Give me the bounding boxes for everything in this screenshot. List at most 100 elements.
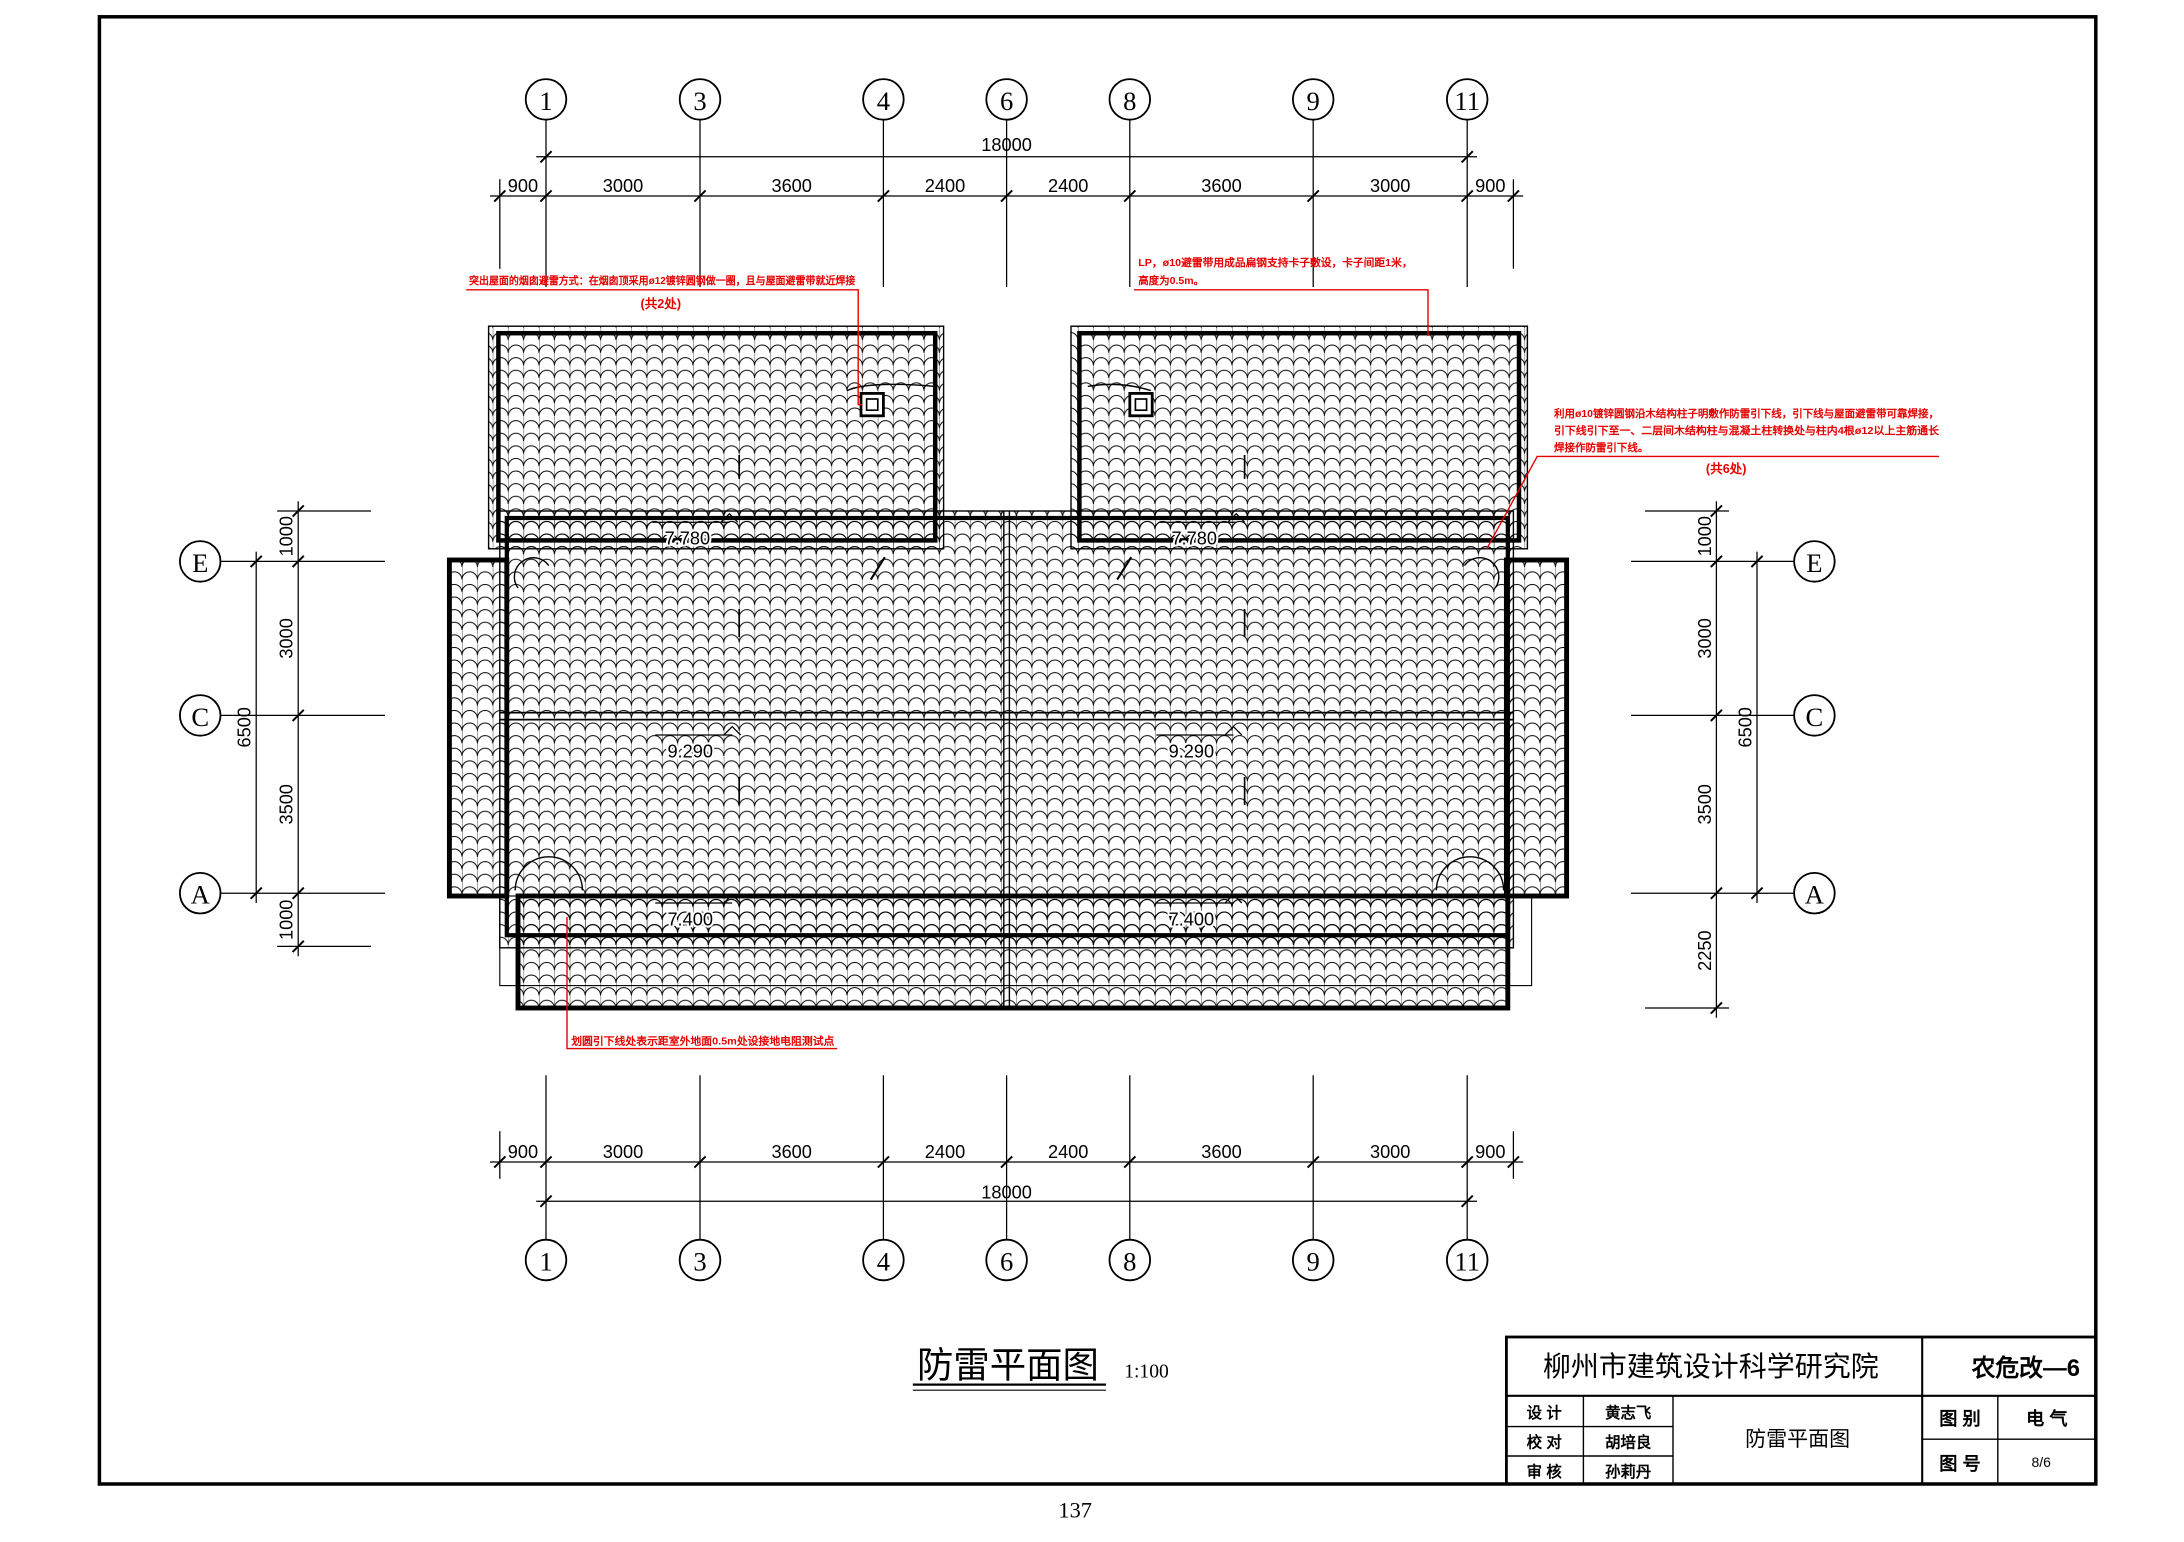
leader-test-point (566, 916, 838, 1050)
dimension-tick (1710, 1001, 1723, 1015)
axis-label-left: A (191, 880, 210, 910)
dimension-tick (877, 1155, 890, 1169)
axis-bubble-bottom (1291, 1238, 1335, 1282)
note-test-point: 划圆引下线处表示距室外地面0.5m处设接地电阻测试点 (571, 1034, 835, 1047)
axis-label-bottom: 1 (539, 1246, 552, 1276)
lightning-notes: 突出屋面的烟囱避雷方式：在烟囱顶采用ø12镀锌圆钢做一圈，且与屋面避雷带就近焊接… (466, 256, 1940, 1050)
elevation-upper-left: 7.780 (665, 529, 711, 549)
dims-top-segment-value: 3000 (603, 176, 643, 196)
dimension-tick (493, 189, 507, 203)
dimension-tick (1306, 189, 1320, 203)
dims-top-segment-value: 2400 (1048, 176, 1088, 196)
axis-bubble-top (678, 78, 722, 121)
dims-top-segment-value: 3600 (1201, 176, 1241, 196)
title-block-frame (1504, 1335, 2098, 1486)
axis-bubble-top (524, 78, 568, 121)
dims-top-segment-value: 900 (1475, 176, 1505, 196)
dimension-tick (291, 940, 305, 953)
dims-right-segment-value: 3500 (1695, 784, 1715, 824)
dimension-tick (291, 886, 305, 900)
axis-label-left: C (191, 702, 209, 732)
role-review: 审 核 (1527, 1462, 1563, 1481)
note-down-conductor-count: (共6处) (1706, 461, 1747, 476)
down-conductor-arc (513, 557, 550, 589)
axis-bubble-bottom (862, 1238, 905, 1282)
category-label: 图 别 (1939, 1409, 1980, 1429)
dimension-tick (539, 1155, 553, 1169)
dimension-tick (1710, 709, 1723, 722)
axis-bubble-bottom (1445, 1238, 1489, 1282)
dimension-tick (1460, 189, 1474, 203)
dims-bottom-segment-value: 3600 (771, 1142, 811, 1162)
dimension-tick (1507, 189, 1520, 203)
dims-left-segment-value: 1000 (277, 900, 297, 940)
left-eave (446, 557, 510, 899)
dimension-tick (291, 709, 305, 722)
dimension-tick (1750, 555, 1764, 568)
dimension-tick (249, 886, 263, 900)
dimension-tick (1710, 504, 1723, 518)
elevation-ridge-left: 9.290 (667, 741, 713, 761)
axis-label-left: E (192, 548, 208, 578)
chimney-right (1087, 383, 1154, 418)
axis-bubble-right (1793, 694, 1836, 737)
axis-bubble-top (1445, 78, 1489, 121)
leader-down-conductor (1486, 455, 1939, 550)
upper-right-wing (1070, 325, 1529, 550)
dimension-tick (539, 150, 553, 164)
axis-label-bottom: 9 (1307, 1246, 1320, 1276)
dimension-tick (539, 1194, 553, 1208)
note-down-conductor-line2: 引下线引下至一、二层间木结构柱与混凝土柱转换处与柱内4根ø12以上主筋通长 (1554, 424, 1940, 437)
elevation-symbol (1156, 725, 1243, 736)
note-air-terminal-line2: 高度为0.5m。 (1138, 274, 1204, 287)
elevation-lower-right: 7.400 (1169, 909, 1215, 929)
role-check: 校 对 (1527, 1433, 1563, 1452)
drawing-title: 防雷平面图 (917, 1345, 1099, 1386)
axis-label-bottom: 3 (693, 1246, 706, 1276)
elevation-symbol (655, 893, 742, 904)
elevation-symbol (1156, 893, 1243, 904)
name-check: 胡培良 (1605, 1433, 1652, 1452)
dims-bottom-segment-value: 3000 (1370, 1142, 1410, 1162)
dims-top-overall-value: 18000 (981, 135, 1032, 155)
drawing-scale: 1:100 (1124, 1362, 1169, 1383)
axis-label-right: A (1805, 880, 1824, 910)
dims-bottom-segment-value: 3000 (603, 1142, 643, 1162)
chimney-inner (865, 398, 879, 412)
category-value: 电 气 (2026, 1408, 2067, 1429)
gutter-mark (1116, 556, 1133, 581)
axis-label-top: 4 (877, 86, 890, 116)
axis-label-top: 8 (1123, 86, 1136, 116)
axis-label-right: C (1806, 702, 1824, 732)
axis-label-bottom: 11 (1454, 1246, 1480, 1276)
dims-left-segment-value: 3000 (277, 618, 297, 658)
axis-bubble-left (178, 694, 222, 737)
leader-air-terminal (1133, 289, 1429, 336)
note-down-conductor-line1: 利用ø10镀锌圆钢沿木结构柱子明敷作防雷引下线，引下线与屋面避雷带可靠焊接， (1554, 407, 1939, 420)
dims-top-segment-value: 3600 (771, 176, 811, 196)
axis-label-top: 1 (539, 86, 552, 116)
axis-bubble-bottom (985, 1238, 1028, 1282)
number-value: 8/6 (2031, 1454, 2051, 1470)
dimension-tick (291, 504, 305, 518)
number-label: 图 号 (1939, 1454, 1980, 1474)
dimension-tick (493, 1155, 507, 1169)
name-design: 黄志飞 (1605, 1403, 1652, 1422)
dimension-tick (1306, 1155, 1320, 1169)
dimension-tick (1460, 150, 1474, 164)
dimension-tick (291, 555, 305, 568)
title-block-drawing-name: 防雷平面图 (1745, 1428, 1850, 1451)
dims-top-segment-value: 2400 (925, 176, 965, 196)
lightning-belt (504, 515, 1510, 938)
dimension-tick (1123, 189, 1137, 203)
dimension-tick (1460, 1194, 1474, 1208)
elevation-marks (652, 512, 1246, 904)
dims-right-segment-value: 1000 (1695, 516, 1715, 556)
dims-bottom-segment-value: 900 (1475, 1142, 1505, 1162)
dims-right-segment-value: 3000 (1695, 618, 1715, 658)
axis-label-top: 9 (1307, 86, 1320, 116)
gutter-mark (869, 556, 886, 581)
dimension-tick (249, 555, 263, 568)
